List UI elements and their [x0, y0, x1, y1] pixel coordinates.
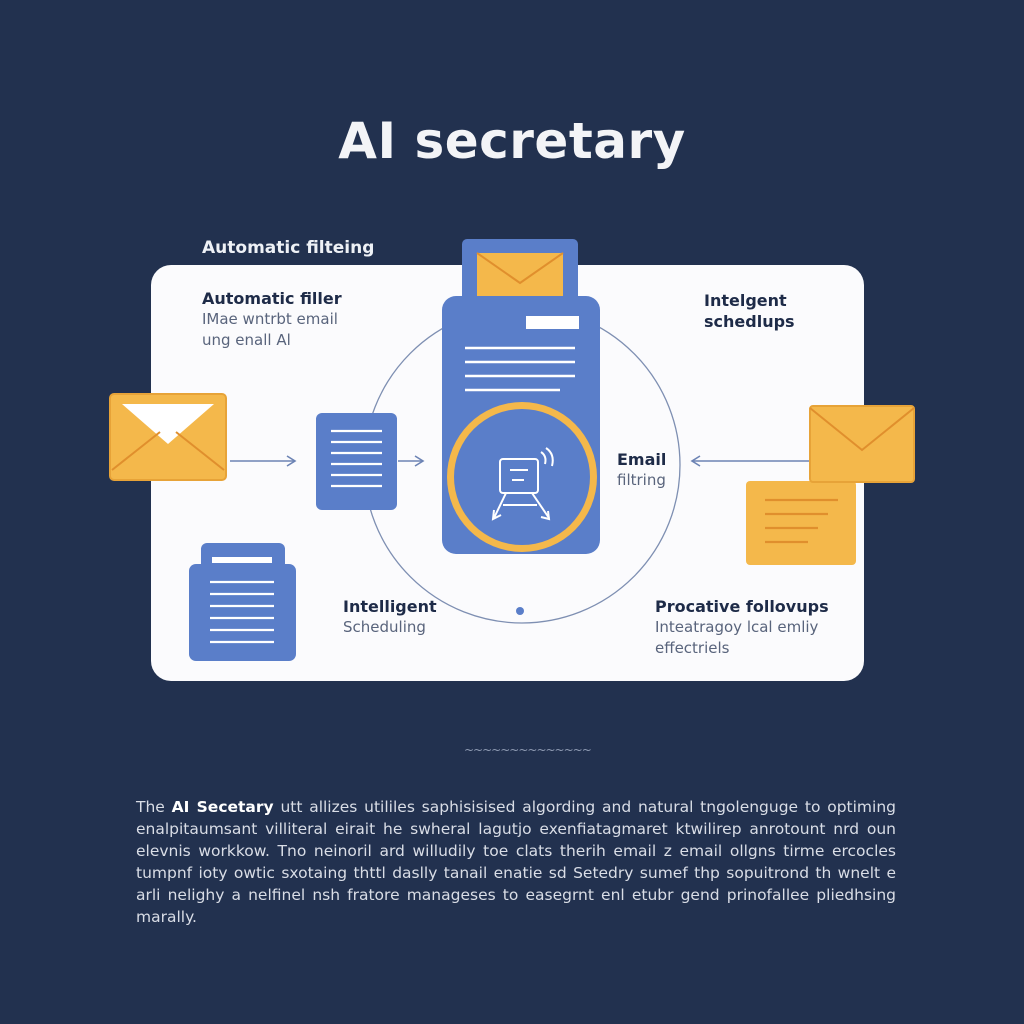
- label-automatic-filler: Automatic filler IMae wntrbt email ung e…: [202, 288, 342, 351]
- page-title: AI secretary: [338, 112, 686, 170]
- label-proactive-line-1: Inteatragoy lcal emliy: [655, 618, 819, 636]
- central-device: [442, 239, 600, 554]
- label-email-heading: Email: [617, 450, 667, 469]
- arrow-icon: [398, 455, 425, 467]
- label-proactive-line-2: effectriels: [655, 639, 730, 657]
- envelope-icon: [476, 252, 564, 299]
- label-intelligent-scheduling-heading: Intelligent: [343, 597, 437, 616]
- label-automatic-filler-line-1: IMae wntrbt email: [202, 310, 338, 328]
- document-icon: [189, 543, 296, 661]
- label-intelligent-scheduling-line-1: Scheduling: [343, 618, 426, 636]
- orbit-dot: [516, 607, 524, 615]
- label-email-filtering: Email filtring: [617, 449, 666, 491]
- label-intelligent-top-heading: Intelgent: [704, 291, 787, 310]
- document-icon: [316, 413, 397, 510]
- label-intelligent-top-line-1: schedlups: [704, 312, 795, 331]
- envelope-icon: [809, 405, 915, 483]
- section-divider: ~~~~~~~~~~~~~~: [464, 743, 592, 757]
- description-body: utt allizes utililes saphisisised algord…: [136, 798, 896, 926]
- label-proactive-followups: Procative follovups Inteatragoy lcal eml…: [655, 596, 829, 659]
- envelope-icon: [109, 393, 227, 481]
- label-intelligent-top: Intelgent schedlups: [704, 290, 795, 332]
- label-above-panel: Automatic filteing: [202, 238, 375, 258]
- description-brand: AI Secetary: [171, 798, 274, 816]
- label-email-line-1: filtring: [617, 471, 666, 489]
- ai-assistant-icon: [491, 447, 554, 521]
- description-paragraph: The AI Secetary utt allizes utililes sap…: [136, 796, 896, 928]
- label-proactive-heading: Procative follovups: [655, 597, 829, 616]
- label-automatic-filler-heading: Automatic filler: [202, 289, 342, 308]
- description-lead: The: [136, 798, 165, 816]
- arrow-icon: [230, 455, 297, 467]
- label-intelligent-scheduling: Intelligent Scheduling: [343, 596, 437, 638]
- label-automatic-filler-line-2: ung enall Al: [202, 331, 291, 349]
- arrow-icon: [690, 455, 810, 467]
- note-icon: [746, 481, 856, 565]
